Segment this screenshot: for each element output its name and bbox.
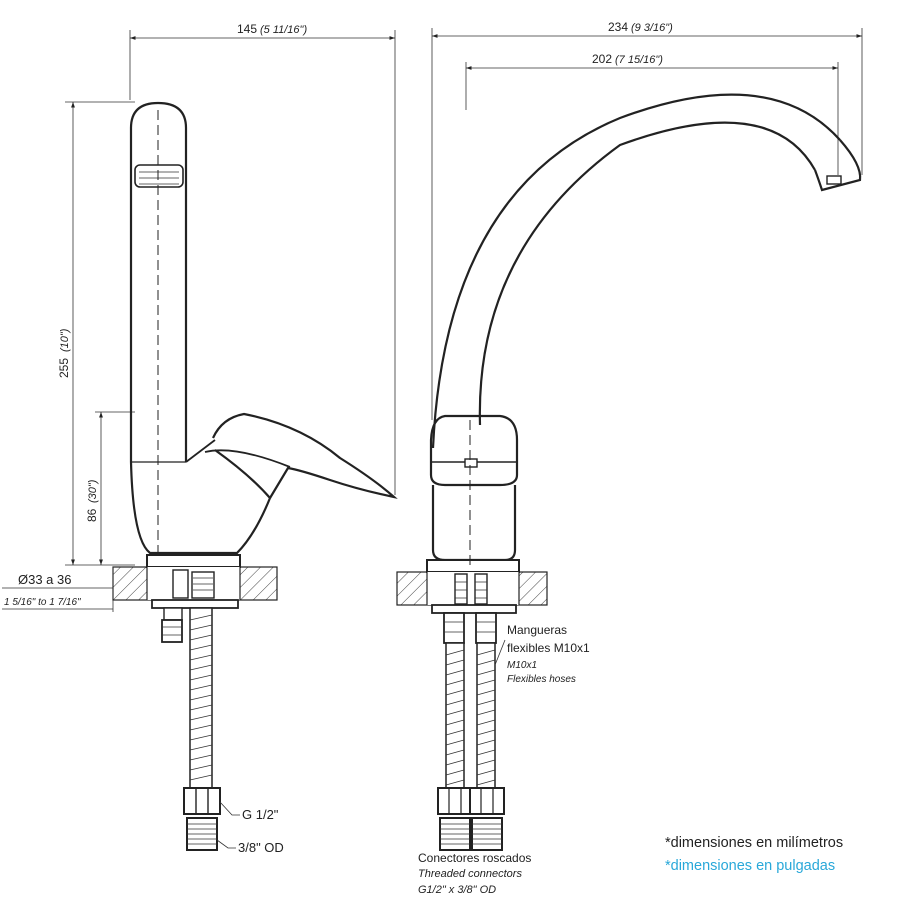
legend-mm: *dimensiones en milímetros: [665, 835, 844, 851]
dim-front-total-width: 234 (9 3/16"): [432, 20, 862, 38]
connectors-en: Threaded connectors: [418, 868, 522, 880]
dim-202-in: (7 15/16"): [615, 54, 663, 66]
side-view: [65, 30, 398, 851]
dim-234-in: (9 3/16"): [631, 22, 673, 34]
od-label: 3/8" OD: [238, 840, 284, 855]
dim-202-mm: 202: [592, 52, 612, 66]
connectors-es: Conectores roscados: [418, 851, 531, 865]
dim-side-width: 145 (5 11/16"): [130, 22, 395, 40]
dim-hole-mm: Ø33 a 36: [18, 572, 72, 587]
hoses-es-line1: Mangueras: [507, 623, 567, 637]
aerator: [134, 164, 184, 188]
dim-234-mm: 234: [608, 20, 628, 34]
hose-callout: Mangueras flexibles M10x1 M10x1 Flexible…: [507, 623, 590, 685]
connectors-spec: G1/2" x 3/8" OD: [418, 884, 496, 896]
units-legend: *dimensiones en milímetros *dimensiones …: [665, 832, 895, 878]
legend-inches: *dimensiones en pulgadas: [665, 858, 836, 874]
dim-145-in: (5 11/16"): [260, 24, 307, 36]
dim-86-in: (30"): [87, 479, 99, 503]
dim-255-in: (10"): [59, 328, 71, 352]
dim-hole-in: 1 5/16" to 1 7/16": [4, 597, 81, 608]
dim-145-mm: 145: [237, 22, 257, 36]
dim-total-height: 255 (10"): [57, 102, 75, 565]
connectors-callout: Conectores roscados Threaded connectors …: [418, 851, 531, 896]
dim-front-spout-reach: 202 (7 15/16"): [466, 52, 838, 70]
front-view: [396, 28, 863, 851]
thread-label: G 1/2": [242, 807, 279, 822]
dim-86-mm: 86: [85, 508, 99, 522]
dim-255-mm: 255: [57, 358, 71, 378]
hoses-en-line2: Flexibles hoses: [507, 674, 576, 685]
dim-hole-diameter: Ø33 a 36 1 5/16" to 1 7/16": [2, 567, 114, 612]
hoses-en-line1: M10x1: [507, 660, 537, 671]
hoses-es-line2: flexibles M10x1: [507, 641, 590, 655]
dim-base-height: 86 (30"): [85, 412, 103, 565]
